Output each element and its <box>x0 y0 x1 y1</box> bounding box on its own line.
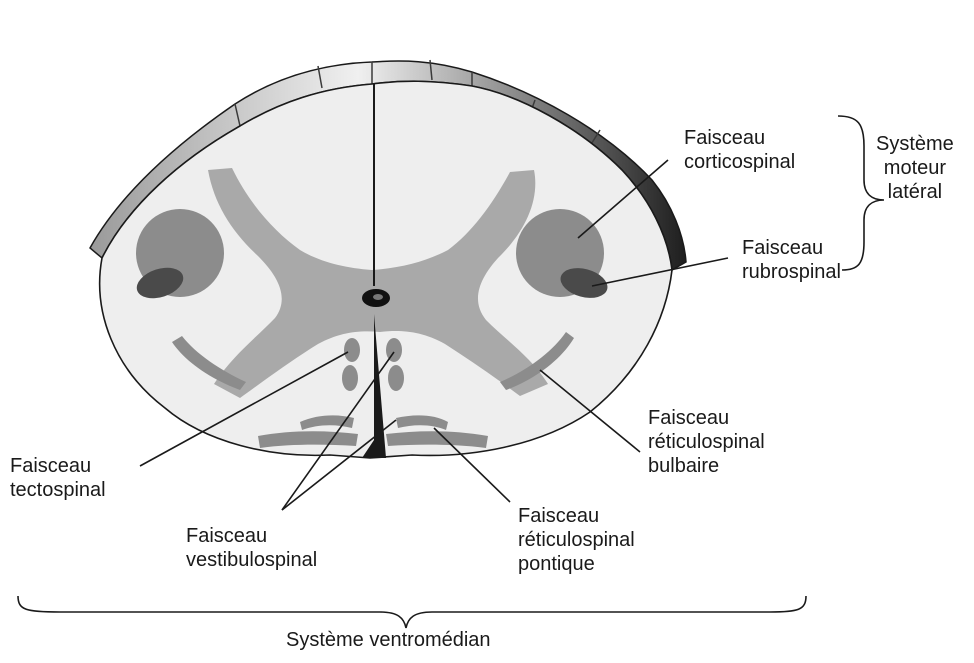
label-reticulospinal-bulbaire-line2: réticulospinal <box>648 430 765 454</box>
label-tectospinal: Faisceau tectospinal <box>10 454 106 502</box>
label-reticulospinal-pontique-line3: pontique <box>518 552 635 576</box>
tectospinal-tract-left <box>344 338 360 362</box>
label-lateral-system-line1: Système <box>876 132 954 156</box>
label-corticospinal: Faisceau corticospinal <box>684 126 795 174</box>
label-lateral-system-line3: latéral <box>876 180 954 204</box>
label-reticulospinal-pontique-line2: réticulospinal <box>518 528 635 552</box>
label-vestibulospinal: Faisceau vestibulospinal <box>186 524 317 572</box>
vestibulospinal-tract-right <box>388 365 404 391</box>
label-ventromedian-system: Système ventromédian <box>286 628 491 652</box>
label-tectospinal-line2: tectospinal <box>10 478 106 502</box>
label-reticulospinal-pontique: Faisceau réticulospinal pontique <box>518 504 635 576</box>
vestibulospinal-tract-left <box>342 365 358 391</box>
label-lateral-system-line2: moteur <box>876 156 954 180</box>
central-canal-inner <box>373 294 383 300</box>
label-reticulospinal-bulbaire: Faisceau réticulospinal bulbaire <box>648 406 765 478</box>
label-tectospinal-line1: Faisceau <box>10 454 106 478</box>
label-lateral-system: Système moteur latéral <box>876 132 954 204</box>
label-reticulospinal-bulbaire-line1: Faisceau <box>648 406 765 430</box>
label-corticospinal-line1: Faisceau <box>684 126 795 150</box>
label-vestibulospinal-line2: vestibulospinal <box>186 548 317 572</box>
label-vestibulospinal-line1: Faisceau <box>186 524 317 548</box>
label-reticulospinal-bulbaire-line3: bulbaire <box>648 454 765 478</box>
label-rubrospinal-line1: Faisceau <box>742 236 841 260</box>
label-rubrospinal-line2: rubrospinal <box>742 260 841 284</box>
label-corticospinal-line2: corticospinal <box>684 150 795 174</box>
tectospinal-tract-right <box>386 338 402 362</box>
label-rubrospinal: Faisceau rubrospinal <box>742 236 841 284</box>
brace-ventromedian-system <box>18 596 806 628</box>
label-reticulospinal-pontique-line1: Faisceau <box>518 504 635 528</box>
